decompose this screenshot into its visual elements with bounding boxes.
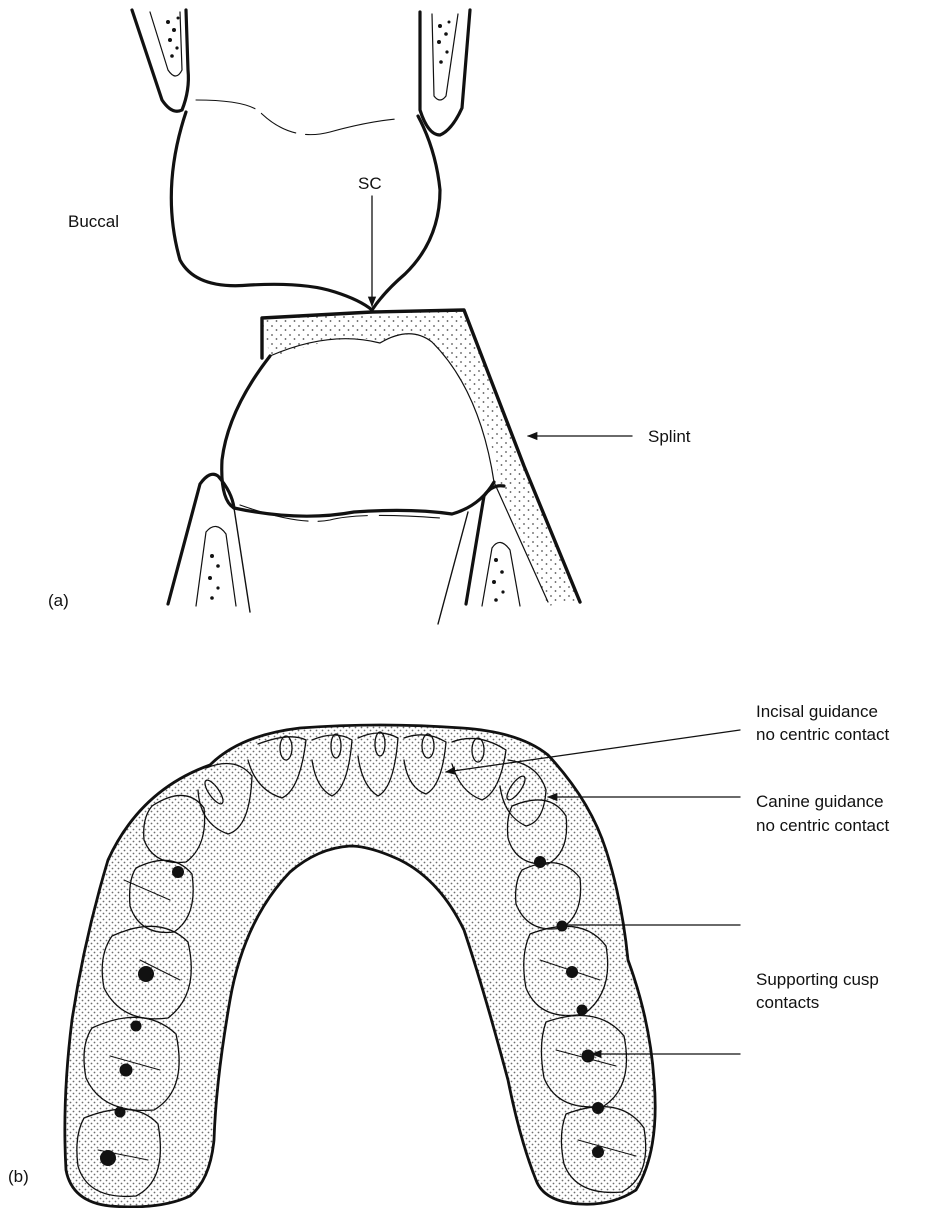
buccal-label: Buccal	[68, 212, 119, 231]
panel-b	[65, 725, 740, 1207]
contacts-label: contacts	[756, 993, 819, 1012]
supporting-cusp-label: Supporting cusp	[756, 970, 879, 989]
canine-guidance-label: Canine guidance	[756, 792, 884, 811]
upper-left-bone	[132, 10, 188, 111]
upper-tooth	[171, 100, 440, 310]
splint-label: Splint	[648, 427, 691, 446]
lower-tooth	[222, 356, 494, 624]
canine-no-contact-label: no centric contact	[756, 816, 890, 835]
panel-a-tag: (a)	[48, 591, 69, 610]
sc-label: SC	[358, 174, 382, 193]
panel-a	[132, 10, 632, 624]
incisal-no-contact-label: no centric contact	[756, 725, 890, 744]
incisal-guidance-label: Incisal guidance	[756, 702, 878, 721]
upper-right-bone	[420, 10, 470, 135]
panel-b-tag: (b)	[8, 1167, 29, 1186]
